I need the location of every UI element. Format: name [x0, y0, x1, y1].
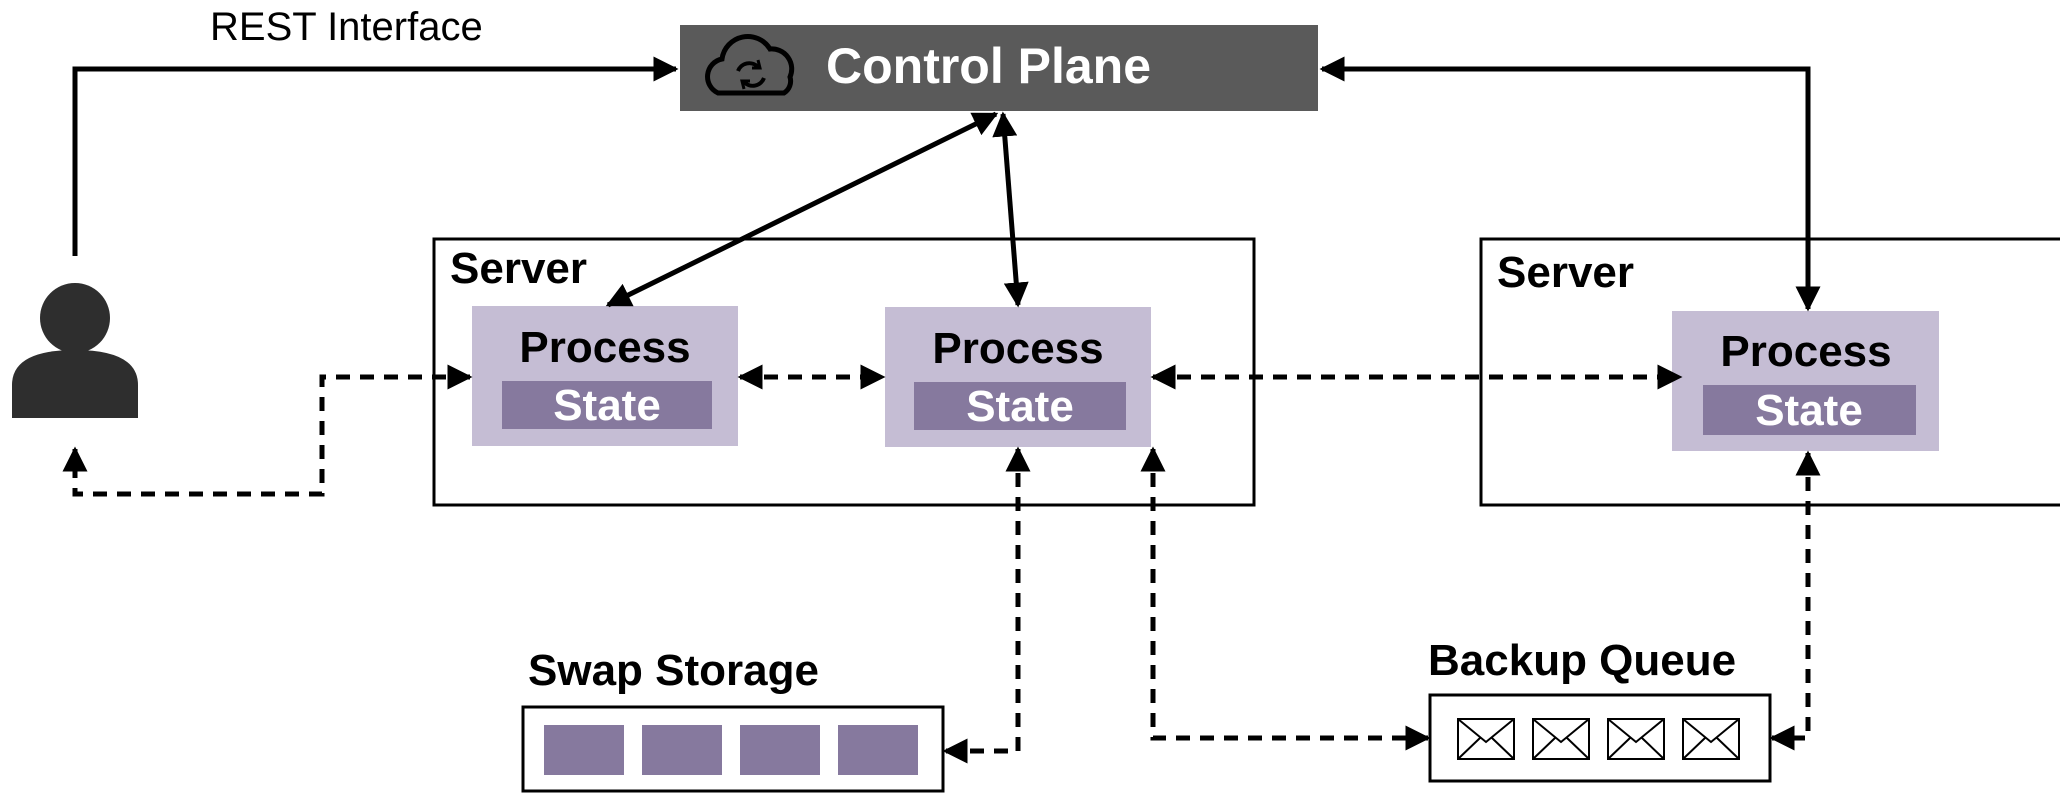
dashed-connectors: [62, 364, 1821, 764]
swap-block: [544, 725, 624, 775]
state-label-2: State: [966, 382, 1074, 431]
state-label-1: State: [553, 381, 661, 430]
control-plane-to-process-3: [1319, 56, 1821, 312]
state-label-3: State: [1755, 386, 1863, 435]
solid-connectors: [72, 56, 1821, 312]
control-plane-label: Control Plane: [826, 38, 1151, 94]
backup-queue-box: [1428, 693, 1772, 783]
process-label-3: Process: [1720, 327, 1891, 376]
process-box-3: Process State: [1672, 311, 1939, 451]
process-3-to-backup-queue-link: [1769, 450, 1821, 751]
rest-interface-label: REST Interface: [210, 5, 483, 49]
user-icon: [12, 283, 138, 418]
state-block-1: [502, 381, 712, 429]
user-to-process-1-link: [62, 364, 473, 497]
state-block-3: [1703, 385, 1916, 435]
process-2-to-swap-storage-link: [942, 446, 1031, 764]
swap-block: [838, 725, 918, 775]
process-label-1: Process: [519, 323, 690, 372]
process-box-2: Process State: [885, 307, 1151, 447]
control-plane-box: Control Plane: [680, 25, 1318, 111]
envelope-icon: [1457, 718, 1515, 760]
process-label-2: Process: [932, 324, 1103, 373]
swap-block: [642, 725, 722, 775]
swap-storage-box: [521, 705, 945, 793]
server-label-right: Server: [1497, 248, 1634, 297]
backup-queue-label: Backup Queue: [1428, 636, 1736, 685]
process-box-1: Process State: [472, 306, 738, 446]
envelope-icon: [1607, 718, 1665, 760]
envelope-icon: [1532, 718, 1590, 760]
cloud-sync-icon: [705, 34, 795, 96]
envelope-icon: [1682, 718, 1740, 760]
server-label-left: Server: [450, 244, 587, 293]
control-plane-to-process-2: [992, 111, 1029, 308]
process-2-to-backup-queue-link: [1140, 446, 1431, 751]
swap-block: [740, 725, 820, 775]
swap-storage-label: Swap Storage: [528, 646, 819, 695]
rest-connector: [72, 56, 679, 256]
state-block-2: [914, 382, 1126, 430]
control-plane-to-process-1: [605, 111, 999, 308]
